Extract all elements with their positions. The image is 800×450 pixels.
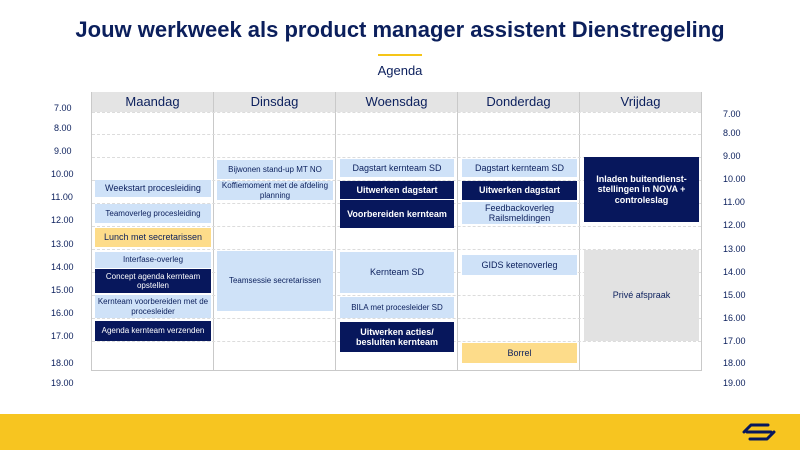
time-label-left: 17.00 bbox=[51, 331, 74, 341]
time-label-right: 13.00 bbox=[723, 244, 746, 254]
event-teamsessie-secretarissen[interactable]: Teamsessie secretarissen bbox=[217, 251, 333, 311]
time-label-left: 15.00 bbox=[51, 285, 74, 295]
time-label-right: 9.00 bbox=[723, 151, 741, 161]
event-gids-ketenoverleg[interactable]: GIDS ketenoverleg bbox=[462, 255, 577, 275]
day-header-dinsdag: Dinsdag bbox=[214, 92, 336, 112]
time-label-right: 17.00 bbox=[723, 336, 746, 346]
event-uitwerken-dagstart[interactable]: Uitwerken dagstart bbox=[340, 181, 454, 199]
time-label-right: 10.00 bbox=[723, 174, 746, 184]
event-interfase-overleg[interactable]: Interfase-overleg bbox=[95, 252, 211, 268]
time-label-right: 8.00 bbox=[723, 128, 741, 138]
event-prive-afspraak[interactable]: Privé afspraak bbox=[584, 250, 699, 341]
time-label-left: 12.00 bbox=[51, 215, 74, 225]
time-label-right: 18.00 bbox=[723, 358, 746, 368]
time-label-left: 10.00 bbox=[51, 169, 74, 179]
event-teamoverleg-procesleiding[interactable]: Teamoverleg procesleiding bbox=[95, 204, 211, 223]
day-header-vrijdag: Vrijdag bbox=[580, 92, 701, 112]
time-label-right: 7.00 bbox=[723, 109, 741, 119]
event-borrel[interactable]: Borrel bbox=[462, 343, 577, 363]
hour-line bbox=[92, 134, 701, 135]
hour-line bbox=[92, 318, 701, 319]
event-kernteam-sd[interactable]: Kernteam SD bbox=[340, 252, 454, 293]
day-column bbox=[458, 112, 580, 371]
time-label-left: 11.00 bbox=[51, 192, 73, 202]
ns-logo-icon bbox=[742, 421, 776, 443]
event-lunch-secretarissen[interactable]: Lunch met secretarissen bbox=[95, 228, 211, 247]
time-label-left: 14.00 bbox=[51, 262, 74, 272]
time-label-left: 7.00 bbox=[54, 103, 72, 113]
page-title: Jouw werkweek als product manager assist… bbox=[75, 17, 725, 42]
hour-line bbox=[92, 180, 701, 181]
time-label-right: 16.00 bbox=[723, 313, 746, 323]
event-weekstart-procesleiding[interactable]: Weekstart procesleiding bbox=[95, 180, 211, 197]
event-bila-procesleider[interactable]: BILA met procesleider SD bbox=[340, 297, 454, 318]
day-column bbox=[92, 112, 214, 371]
time-label-right: 14.00 bbox=[723, 267, 746, 277]
event-voorbereiden-kernteam[interactable]: Voorbereiden kernteam bbox=[340, 200, 454, 228]
footer-bar bbox=[0, 414, 800, 450]
event-feedbackoverleg[interactable]: Feedbackoverleg Railsmeldingen bbox=[462, 202, 577, 224]
event-inladen-buitendienststellingen[interactable]: Inladen buitendienst-stellingen in NOVA … bbox=[584, 157, 699, 222]
title-underline bbox=[378, 54, 422, 56]
day-column bbox=[336, 112, 458, 371]
time-label-right: 11.00 bbox=[723, 197, 745, 207]
event-standup-mt-no[interactable]: Bijwonen stand-up MT NO bbox=[217, 160, 333, 179]
day-column bbox=[214, 112, 336, 371]
event-dagstart-kernteam-sd[interactable]: Dagstart kernteam SD bbox=[340, 159, 454, 177]
time-label-right: 12.00 bbox=[723, 220, 746, 230]
hour-line bbox=[92, 295, 701, 296]
hour-line bbox=[92, 112, 701, 113]
event-koffiemoment-planning[interactable]: Koffiemoment met de afdeling planning bbox=[217, 181, 333, 200]
time-label-right: 19.00 bbox=[723, 378, 746, 388]
hour-line bbox=[92, 249, 701, 250]
day-header-maandag: Maandag bbox=[92, 92, 214, 112]
day-header-woensdag: Woensdag bbox=[336, 92, 458, 112]
day-header-donderdag: Donderdag bbox=[458, 92, 580, 112]
time-label-left: 19.00 bbox=[51, 378, 74, 388]
event-uitwerken-acties[interactable]: Uitwerken acties/ besluiten kernteam bbox=[340, 322, 454, 352]
time-label-left: 18.00 bbox=[51, 358, 74, 368]
time-label-left: 9.00 bbox=[54, 146, 72, 156]
time-label-right: 15.00 bbox=[723, 290, 746, 300]
event-concept-agenda-kernteam[interactable]: Concept agenda kernteam opstellen bbox=[95, 269, 211, 293]
agenda-subtitle: Agenda bbox=[377, 63, 423, 78]
event-dagstart-kernteam-sd-do[interactable]: Dagstart kernteam SD bbox=[462, 159, 577, 177]
time-label-left: 13.00 bbox=[51, 239, 74, 249]
event-uitwerken-dagstart-do[interactable]: Uitwerken dagstart bbox=[462, 181, 577, 200]
time-label-left: 16.00 bbox=[51, 308, 74, 318]
hour-line bbox=[92, 157, 701, 158]
event-agenda-kernteam-verzenden[interactable]: Agenda kernteam verzenden bbox=[95, 321, 211, 341]
event-kernteam-voorbereiden[interactable]: Kernteam voorbereiden met de procesleide… bbox=[95, 295, 211, 318]
time-label-left: 8.00 bbox=[54, 123, 72, 133]
